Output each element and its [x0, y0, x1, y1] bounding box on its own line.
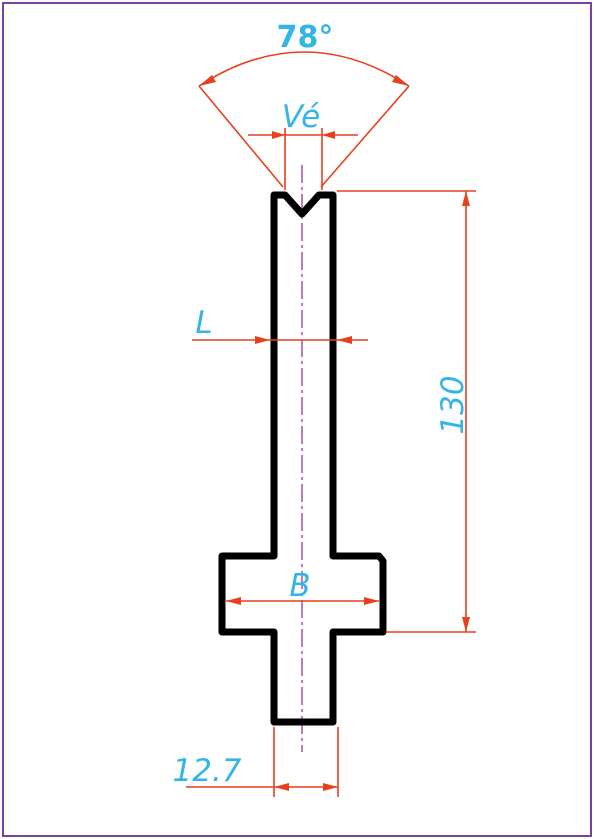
angle-label: 78° [277, 20, 334, 55]
base-width-dimension: B [226, 568, 379, 605]
tang-width-dimension: 12.7 [172, 727, 339, 797]
width-l-dimension: L [192, 305, 368, 344]
punch-profile [218, 191, 387, 726]
tang-width-label: 12.7 [172, 753, 241, 789]
height-label: 130 [435, 375, 471, 434]
height-dimension: 130 [337, 190, 476, 633]
vee-width-label: Vé [282, 99, 320, 135]
vee-width-dimension: Vé [248, 99, 358, 190]
width-l-label: L [195, 305, 212, 341]
base-width-label: B [289, 568, 310, 604]
angle-dimension: 78° [198, 20, 410, 188]
